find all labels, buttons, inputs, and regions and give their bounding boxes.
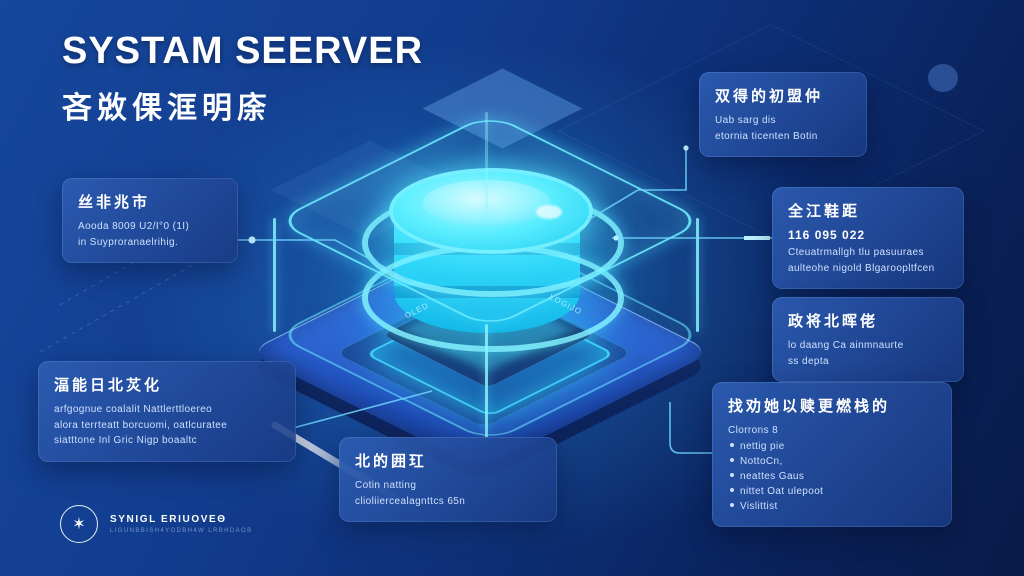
- cylinder-top-inner: [423, 180, 551, 226]
- bullet-item: nettig pie: [728, 439, 936, 454]
- callout-heading: 湢能日北炗化: [54, 377, 163, 394]
- callout-right-upper: 全江鞋距 116 095 022 Cteuatrmallgh tlu pasuu…: [772, 187, 964, 289]
- callout-line: alora terrteatt borcuomi, oatlcuratee: [54, 419, 228, 431]
- callout-line: ss depta: [788, 355, 830, 367]
- footer: ✶ SYNIGL ERIUOVEΘ LIGUNBBISH4YODBH4W LRB…: [60, 505, 253, 543]
- cube-edge-left: [273, 218, 276, 332]
- callout-heading: 找劝她以赎更燃栈的: [728, 398, 891, 415]
- callout-heading: 双得的初盟仲: [715, 88, 824, 105]
- callout-bottom-left: 湢能日北炗化 arfgognue coalalit Nattlerttloere…: [38, 361, 296, 462]
- callout-heading: 北的囲玒: [355, 453, 428, 470]
- callout-line: lo daang Ca ainmnaurte: [788, 340, 904, 351]
- bullet-dot: [730, 503, 734, 507]
- callout-line: in Suyproranaelrihig.: [78, 236, 179, 248]
- callout-line: etornia ticenten Botin: [715, 130, 818, 142]
- callout-line: siatttone Inl Gric Nigp boaaltc: [54, 435, 198, 446]
- bullet-label: nettig pie: [740, 440, 785, 452]
- bullet-label: Vislittist: [740, 500, 778, 512]
- cylinder-specular: [536, 205, 562, 219]
- callout-heading: 政将北晖佬: [788, 313, 879, 330]
- callout-right-mid: 政将北晖佬 lo daang Ca ainmnaurte ss depta: [772, 297, 964, 382]
- page-subtitle: 吝敚倮洭明庩: [62, 92, 272, 125]
- callout-stat: 116 095 022: [788, 228, 866, 242]
- background-dot: [928, 64, 958, 92]
- callout-right-lower: 找劝她以赎更燃栈的 Clorrons 8 nettig pie NottoCn,…: [712, 382, 952, 527]
- callout-bottom-center: 北的囲玒 Cotin natting clioliiercealagnttcs …: [339, 437, 557, 522]
- callout-top-right: 双得的初盟仲 Uab sarg dis etornia ticenten Bot…: [699, 72, 867, 157]
- cube-edge-front: [485, 324, 488, 438]
- callout-line: Cotin natting: [355, 480, 417, 491]
- cube-edge-back: [485, 112, 488, 222]
- footer-text: SYNIGL ERIUOVEΘ LIGUNBBISH4YODBH4W LRBHD…: [110, 514, 253, 534]
- callout-line: aulteohe nigold Blgaroopltfcen: [788, 262, 935, 274]
- brand-tagline: LIGUNBBISH4YODBH4W LRBHDAOB: [110, 528, 253, 534]
- bullet-item: Vislittist: [728, 499, 936, 514]
- bullet-dot: [730, 488, 734, 492]
- callout-line: Aooda 8009 U2/I°0 (1I): [78, 221, 190, 232]
- callout-heading: 丝非兆市: [78, 194, 151, 211]
- bullet-label: neattes Gaus: [740, 470, 805, 482]
- callout-line: Uab sarg dis: [715, 115, 776, 126]
- glass-cube-top: [273, 112, 707, 330]
- callout-line: clioliiercealagnttcs 65n: [355, 495, 466, 507]
- bullet-item: neattes Gaus: [728, 469, 936, 484]
- bullet-dot: [730, 473, 734, 477]
- callout-left-mid: 丝非兆市 Aooda 8009 U2/I°0 (1I) in Suyproran…: [62, 178, 238, 263]
- logo-glyph: ✶: [72, 516, 86, 533]
- page-title: SYSTAM SEERVER: [62, 30, 424, 72]
- brand-name: SYNIGL ERIUOVEΘ: [110, 514, 227, 525]
- bullet-item: nittet Oat ulepoot: [728, 484, 936, 499]
- callout-line: Cteuatrmallgh tlu pasuuraes: [788, 247, 924, 258]
- bullet-dot: [730, 443, 734, 447]
- bullet-label: NottoCn,: [740, 455, 783, 467]
- callout-line: arfgognue coalalit Nattlerttloereo: [54, 404, 213, 415]
- callout-heading: 全江鞋距: [788, 203, 861, 220]
- cube-edge-right: [696, 218, 699, 332]
- callout-intro: Clorrons 8: [728, 425, 779, 436]
- brand-logo-icon: ✶: [60, 505, 98, 543]
- bullet-dot: [730, 458, 734, 462]
- bullet-label: nittet Oat ulepoot: [740, 485, 824, 497]
- bullet-item: NottoCn,: [728, 454, 936, 469]
- title-block: SYSTAM SEERVER 吝敚倮洭明庩: [62, 30, 423, 127]
